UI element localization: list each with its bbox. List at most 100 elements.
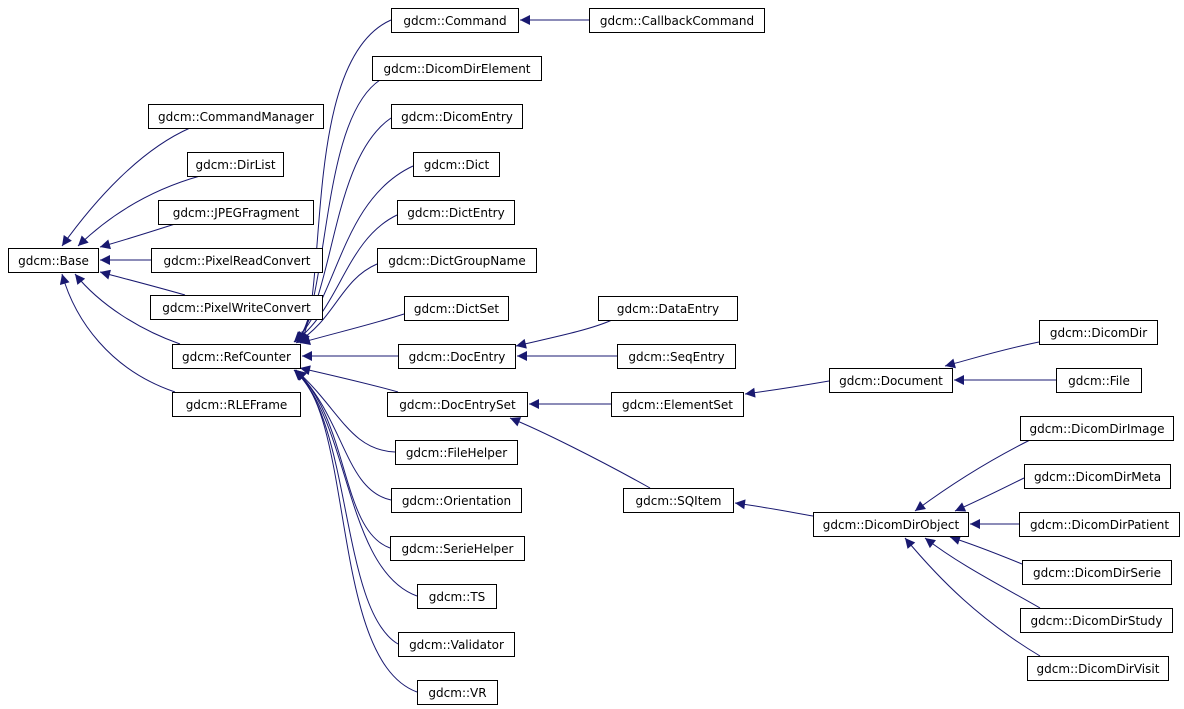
edge-path <box>944 341 1040 369</box>
class-node-label: gdcm::Base <box>18 254 89 268</box>
class-node-label: gdcm::Document <box>839 374 943 388</box>
class-node-base[interactable]: gdcm::Base <box>8 248 99 273</box>
class-node-dict-entry[interactable]: gdcm::DictEntry <box>397 200 515 225</box>
class-node-dicom-dir-study[interactable]: gdcm::DicomDirStudy <box>1020 608 1173 633</box>
inheritance-edge-jpeg-fragment-to-base <box>99 223 176 250</box>
inheritance-edge-pixel-write-convert-to-base <box>99 269 186 296</box>
class-node-label: gdcm::DocEntrySet <box>399 398 516 412</box>
class-node-box <box>148 104 324 129</box>
class-node-label: gdcm::DicomEntry <box>401 110 513 124</box>
class-node-label: gdcm::SQItem <box>636 494 722 508</box>
edge-path <box>904 537 1041 657</box>
class-node-dicom-dir-element[interactable]: gdcm::DicomDirElement <box>372 56 542 81</box>
edge-path <box>294 369 418 693</box>
class-node-box <box>1020 608 1173 633</box>
class-node-box <box>589 8 765 33</box>
class-node-data-entry[interactable]: gdcm::DataEntry <box>598 296 738 321</box>
class-node-dicom-dir-serie[interactable]: gdcm::DicomDirSerie <box>1022 560 1172 585</box>
class-node-label: gdcm::RLEFrame <box>186 398 288 412</box>
class-node-dicom-entry[interactable]: gdcm::DicomEntry <box>391 104 523 129</box>
class-node-box <box>417 584 497 609</box>
class-node-box <box>398 344 516 369</box>
class-node-dicom-dir-visit[interactable]: gdcm::DicomDirVisit <box>1027 656 1169 681</box>
class-node-serie-helper[interactable]: gdcm::SerieHelper <box>390 536 525 561</box>
inheritance-edge-dicom-dir-to-document <box>944 341 1040 369</box>
class-node-label: gdcm::DirList <box>195 158 275 172</box>
class-node-label: gdcm::Command <box>403 14 506 28</box>
class-node-box <box>150 295 323 320</box>
class-node-dicom-dir-object[interactable]: gdcm::DicomDirObject <box>813 512 969 537</box>
class-node-callback-command[interactable]: gdcm::CallbackCommand <box>589 8 765 33</box>
class-node-sq-item[interactable]: gdcm::SQItem <box>623 488 734 513</box>
inheritance-edge-command-manager-to-base <box>61 127 191 247</box>
class-node-box <box>813 512 969 537</box>
class-node-doc-entry[interactable]: gdcm::DocEntry <box>398 344 516 369</box>
class-node-label: gdcm::VR <box>428 686 486 700</box>
class-node-label: gdcm::DicomDirElement <box>384 62 531 76</box>
class-node-dir-list[interactable]: gdcm::DirList <box>187 152 284 177</box>
class-node-box <box>1027 656 1169 681</box>
class-node-label: gdcm::DicomDirPatient <box>1030 518 1169 532</box>
class-node-label: gdcm::DicomDirStudy <box>1031 614 1163 628</box>
class-node-vr[interactable]: gdcm::VR <box>417 680 498 705</box>
class-node-box <box>391 8 519 33</box>
class-node-pixel-write-convert[interactable]: gdcm::PixelWriteConvert <box>150 295 323 320</box>
class-node-label: gdcm::DicomDirSerie <box>1033 566 1161 580</box>
class-node-file[interactable]: gdcm::File <box>1056 368 1142 393</box>
class-node-label: gdcm::RefCounter <box>182 350 291 364</box>
class-node-label: gdcm::PixelReadConvert <box>164 254 311 268</box>
class-node-command-manager[interactable]: gdcm::CommandManager <box>148 104 324 129</box>
inheritance-edge-dict-group-name-to-ref-counter <box>295 263 378 344</box>
edge-path <box>295 263 378 344</box>
class-node-label: gdcm::File <box>1068 374 1130 388</box>
class-node-box <box>390 536 525 561</box>
class-node-dicom-dir-image[interactable]: gdcm::DicomDirImage <box>1020 416 1174 441</box>
class-node-validator[interactable]: gdcm::Validator <box>398 632 515 657</box>
class-node-ref-counter[interactable]: gdcm::RefCounter <box>172 344 301 369</box>
class-node-document[interactable]: gdcm::Document <box>829 368 953 393</box>
class-node-dicom-dir[interactable]: gdcm::DicomDir <box>1039 320 1158 345</box>
class-node-dict-set[interactable]: gdcm::DictSet <box>404 296 509 321</box>
inheritance-edge-file-helper-to-ref-counter <box>295 369 396 453</box>
class-node-command[interactable]: gdcm::Command <box>391 8 519 33</box>
class-node-dicom-dir-patient[interactable]: gdcm::DicomDirPatient <box>1019 512 1180 537</box>
class-node-jpeg-fragment[interactable]: gdcm::JPEGFragment <box>158 200 314 225</box>
edge-path <box>299 365 399 393</box>
class-node-dict-group-name[interactable]: gdcm::DictGroupName <box>377 248 537 273</box>
inheritance-edge-dicom-dir-serie-to-dicom-dir-object <box>949 535 1023 565</box>
class-node-rle-frame[interactable]: gdcm::RLEFrame <box>172 392 301 417</box>
edge-path <box>59 273 176 393</box>
class-node-box <box>1056 368 1142 393</box>
inheritance-edge-dir-list-to-base <box>77 175 201 247</box>
class-node-box <box>1020 416 1174 441</box>
class-node-label: gdcm::DictSet <box>414 302 499 316</box>
class-node-file-helper[interactable]: gdcm::FileHelper <box>395 440 518 465</box>
class-node-box <box>829 368 953 393</box>
inheritance-edge-dicom-dir-study-to-dicom-dir-object <box>924 537 1041 609</box>
class-node-label: gdcm::TS <box>429 590 486 604</box>
inheritance-edge-vr-to-ref-counter <box>294 369 418 693</box>
class-node-seq-entry[interactable]: gdcm::SeqEntry <box>617 344 736 369</box>
class-node-label: gdcm::Orientation <box>402 494 511 508</box>
class-node-pixel-read-convert[interactable]: gdcm::PixelReadConvert <box>151 248 323 273</box>
class-node-dicom-dir-meta[interactable]: gdcm::DicomDirMeta <box>1024 464 1171 489</box>
edge-path <box>293 369 399 645</box>
class-node-box <box>151 248 323 273</box>
class-node-orientation[interactable]: gdcm::Orientation <box>391 488 522 513</box>
class-node-label: gdcm::CommandManager <box>158 110 314 124</box>
edge-path <box>293 165 414 343</box>
class-node-element-set[interactable]: gdcm::ElementSet <box>611 392 744 417</box>
class-node-box <box>172 392 301 417</box>
class-node-ts[interactable]: gdcm::TS <box>417 584 497 609</box>
class-node-box <box>387 392 528 417</box>
class-node-dict[interactable]: gdcm::Dict <box>413 152 500 177</box>
inheritance-edge-document-to-element-set <box>744 380 830 398</box>
class-node-doc-entry-set[interactable]: gdcm::DocEntrySet <box>387 392 528 417</box>
class-node-label: gdcm::DicomDirObject <box>823 518 960 532</box>
inheritance-edge-ref-counter-to-base <box>74 273 181 345</box>
class-node-label: gdcm::DictGroupName <box>388 254 525 268</box>
class-node-label: gdcm::FileHelper <box>406 446 507 460</box>
inheritance-edge-dict-set-to-ref-counter <box>299 313 405 346</box>
edge-path <box>294 369 391 549</box>
